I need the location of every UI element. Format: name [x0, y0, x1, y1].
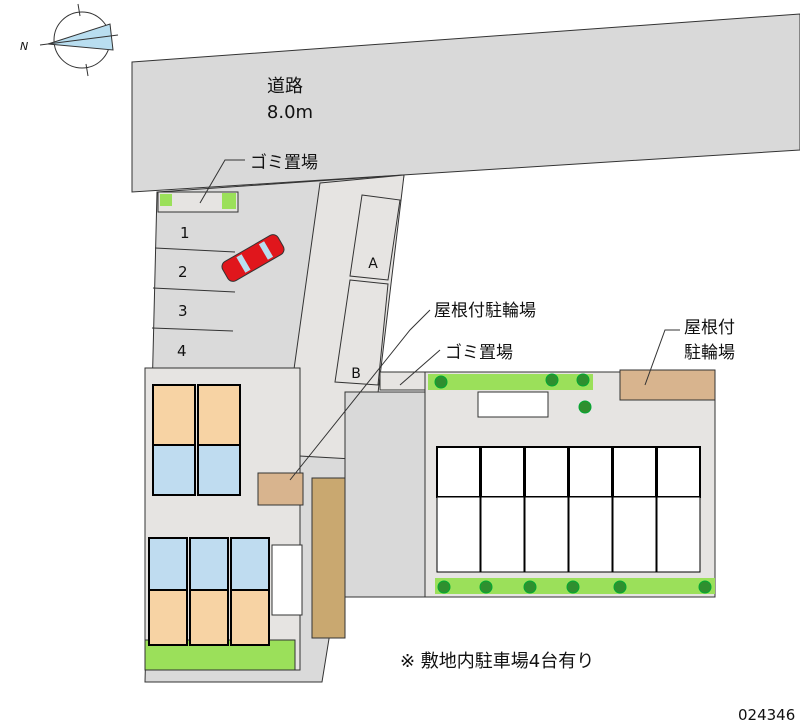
bike-roofed-label-right-2: 駐輪場	[684, 343, 735, 363]
green-area	[428, 374, 593, 390]
parking-space-2: 2	[178, 263, 188, 281]
bike-area-b-label: B	[351, 366, 361, 382]
shrub	[222, 193, 236, 209]
parking-spaces	[151, 247, 236, 332]
shrub	[160, 194, 172, 206]
stairs	[477, 391, 549, 418]
property-code: 024346	[738, 706, 795, 724]
bike-roofed-label-right-1: 屋根付	[684, 318, 735, 338]
north-label: N	[20, 40, 28, 53]
garbage-label-mid: ゴミ置場	[445, 342, 513, 363]
garbage-area-top	[157, 191, 239, 213]
road	[131, 13, 800, 193]
car-icon	[221, 234, 285, 282]
bike-shed-right	[619, 369, 716, 401]
garbage-label-top: ゴミ置場	[250, 152, 318, 173]
compass-icon	[39, 3, 119, 77]
bike-shed-mid	[257, 472, 304, 506]
trees	[434, 373, 712, 594]
paved-walkway	[311, 477, 346, 639]
bike-roofed-label-mid: 屋根付駐輪場	[434, 301, 536, 321]
road-width: 8.0m	[267, 102, 313, 123]
parking-note: ※ 敷地内駐車場4台有り	[400, 651, 594, 672]
stairs	[271, 544, 303, 616]
bike-area-a	[349, 194, 401, 281]
bike-area-b	[334, 279, 389, 386]
parking-space-4: 4	[177, 342, 187, 360]
bike-area-a-label: A	[368, 256, 378, 272]
parking-space-1: 1	[180, 224, 190, 242]
driveway	[344, 391, 438, 598]
right-building	[436, 446, 701, 573]
parking-space-3: 3	[178, 302, 188, 320]
road-name: 道路	[267, 76, 303, 97]
left-building	[148, 384, 270, 646]
